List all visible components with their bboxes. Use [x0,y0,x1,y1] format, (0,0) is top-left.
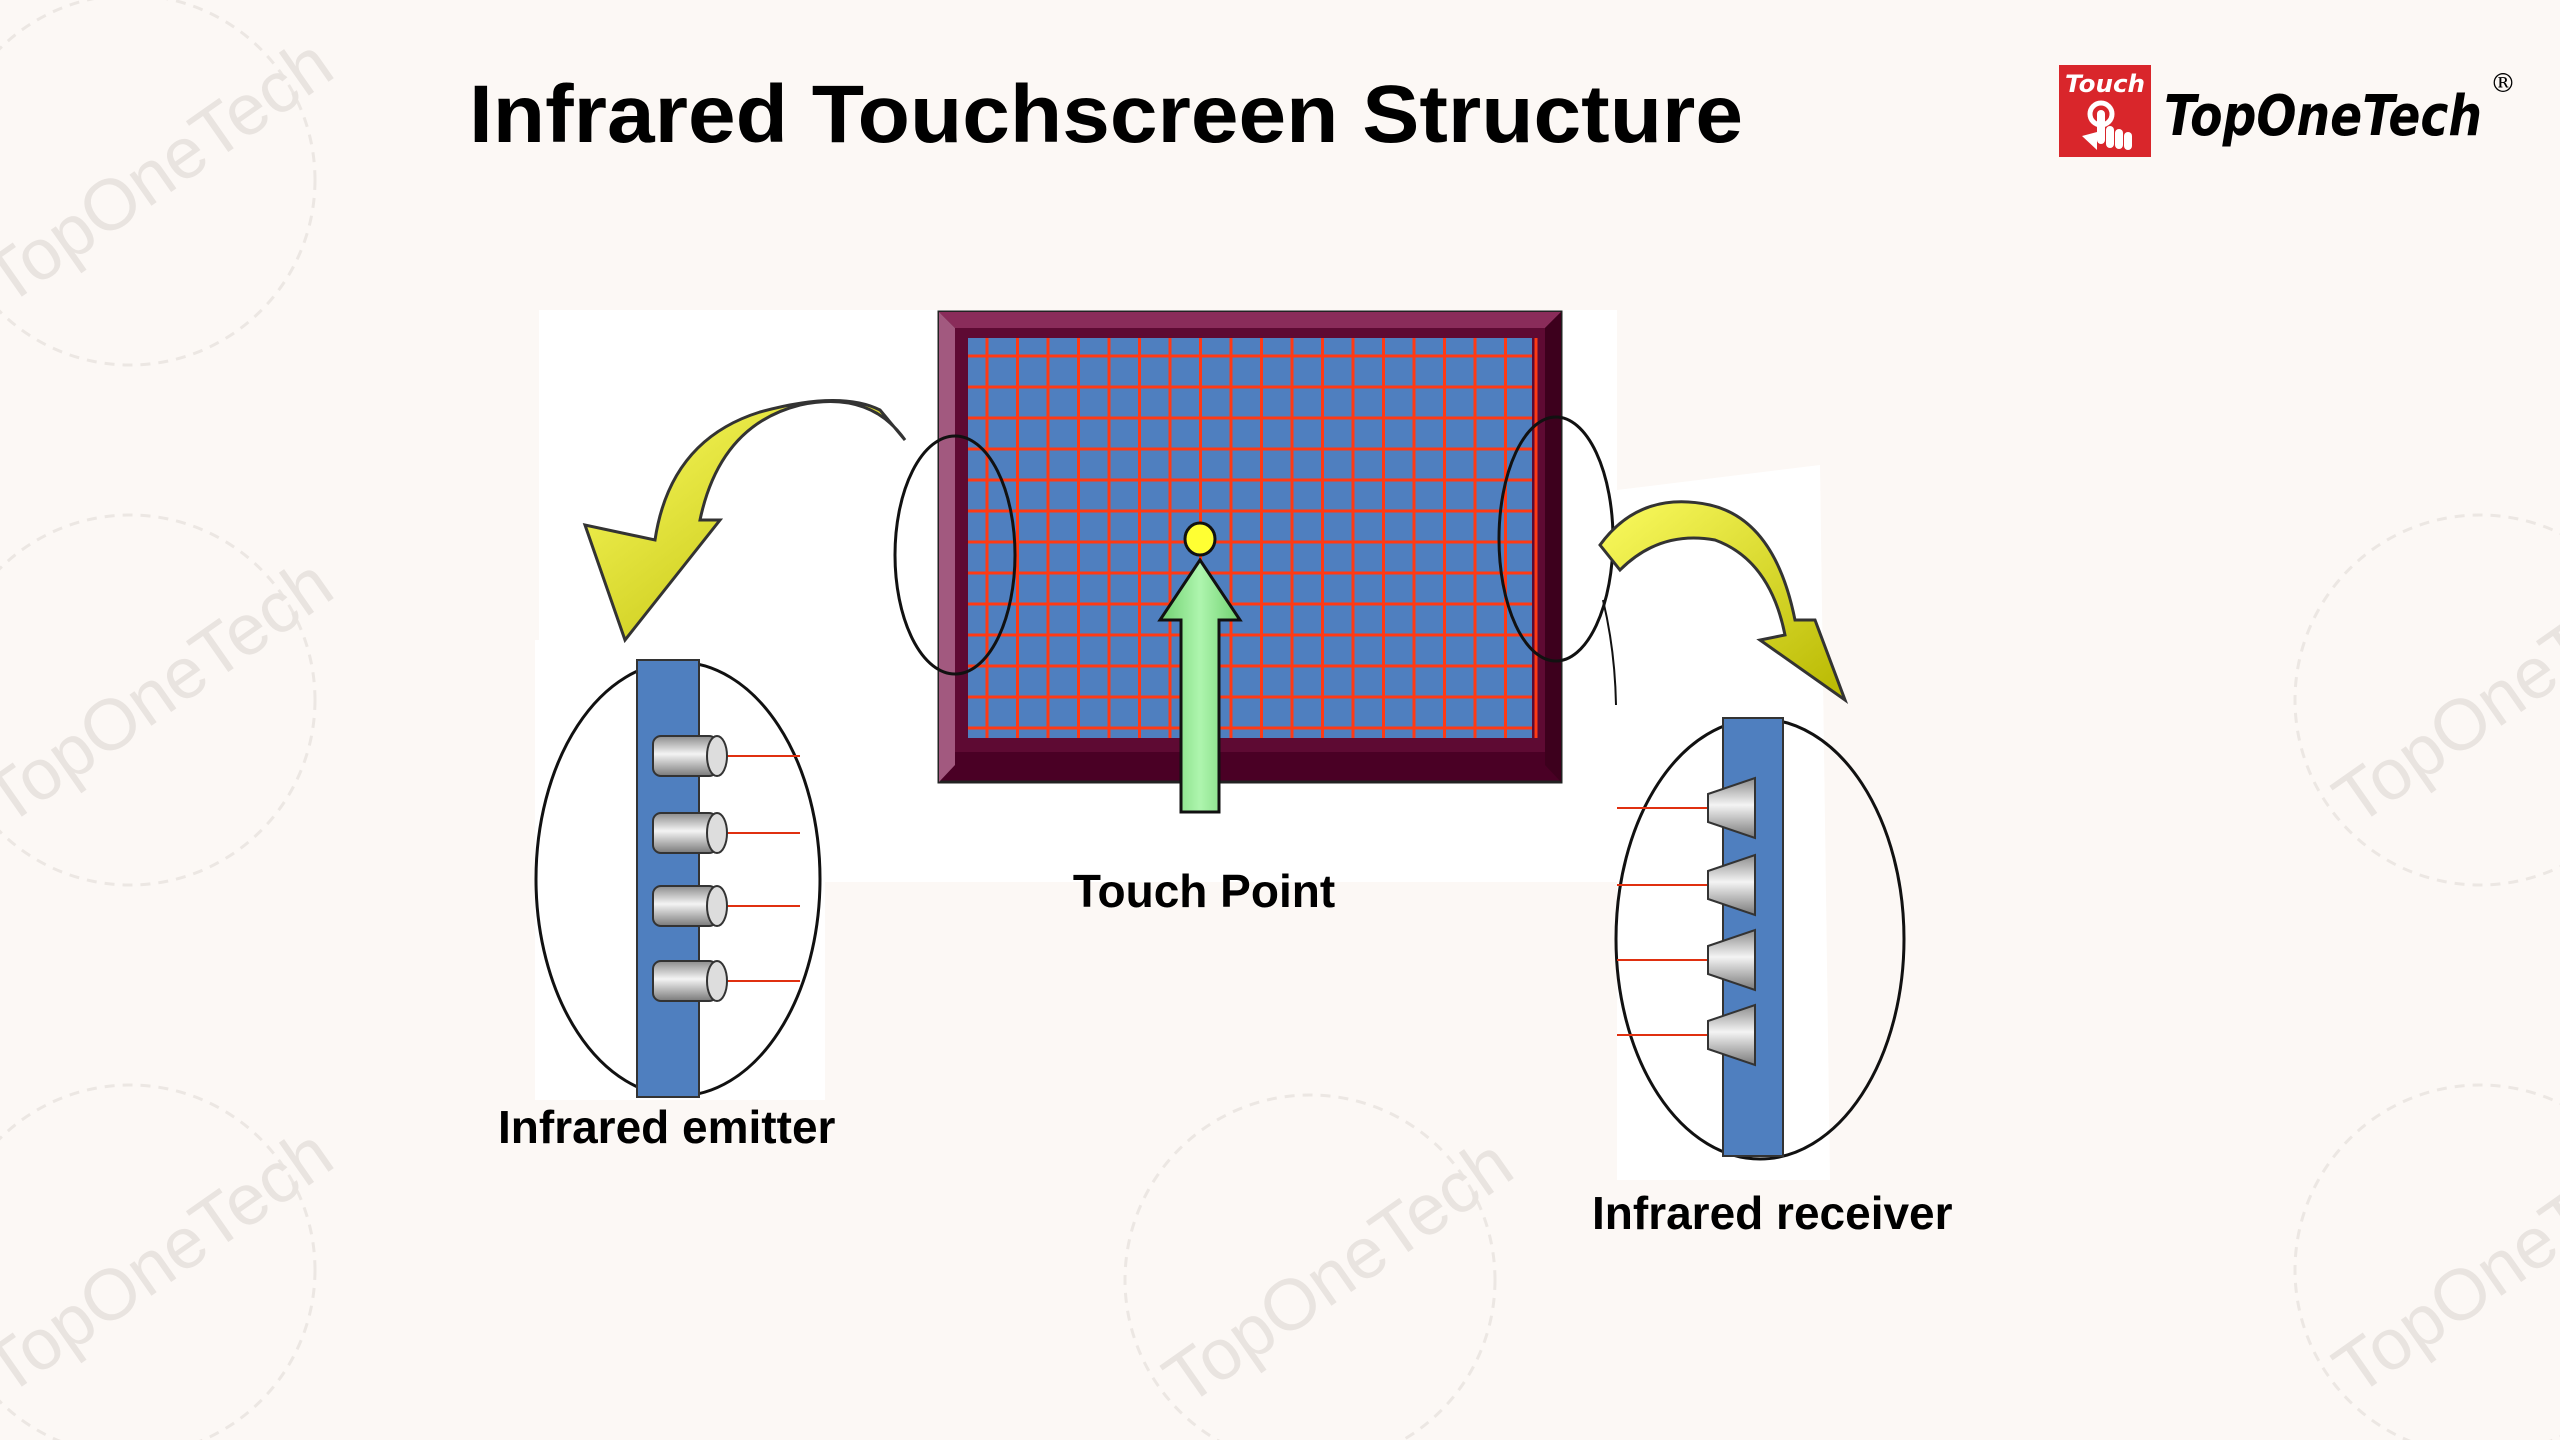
watermark-text: TopOneTech [0,23,347,320]
infrared-emitter-label: Infrared emitter [498,1101,836,1153]
logo-brand-text: TopOneTech [2164,84,2482,149]
emitter-lens [706,812,728,854]
touch-screen-surface [968,338,1532,738]
curved-arrow-left [582,399,907,644]
emitter-lens [706,885,728,927]
watermark-text: TopOneTech [1150,1123,1527,1420]
hand-pointer-icon [2082,100,2132,150]
emitter-lens [706,960,728,1002]
emitter-lens [706,735,728,777]
infrared-grid [968,338,1538,738]
infrared-receiver-label: Infrared receiver [1592,1187,1953,1239]
curved-arrow-right [1598,500,1849,705]
logo-badge-text: Touch [2065,70,2145,98]
touch-point-dot [1183,521,1217,557]
touch-arrow [1157,557,1243,814]
brand-logo: Touch TopOneTech ® [2059,65,2516,157]
touchscreen-monitor [937,310,1563,784]
receiver-sensor [1707,1003,1756,1067]
watermark-text: TopOneTech [2320,1113,2560,1410]
page-title: Infrared Touchscreen Structure [469,69,1743,160]
infrared-emitter-detail [534,659,822,1098]
watermark-text: TopOneTech [0,1113,347,1410]
emitter-highlight-ellipse [893,434,1017,676]
infrared-receiver-detail [1614,717,1906,1161]
receiver-sensor [1707,853,1756,917]
touch-point-label: Touch Point [1073,865,1335,917]
logo-badge [2059,65,2151,157]
watermark-text: TopOneTech [2320,543,2560,840]
receiver-sensor [1707,776,1756,840]
watermark-text: TopOneTech [0,543,347,840]
registered-mark: ® [2490,69,2516,99]
receiver-sensor [1707,928,1756,992]
